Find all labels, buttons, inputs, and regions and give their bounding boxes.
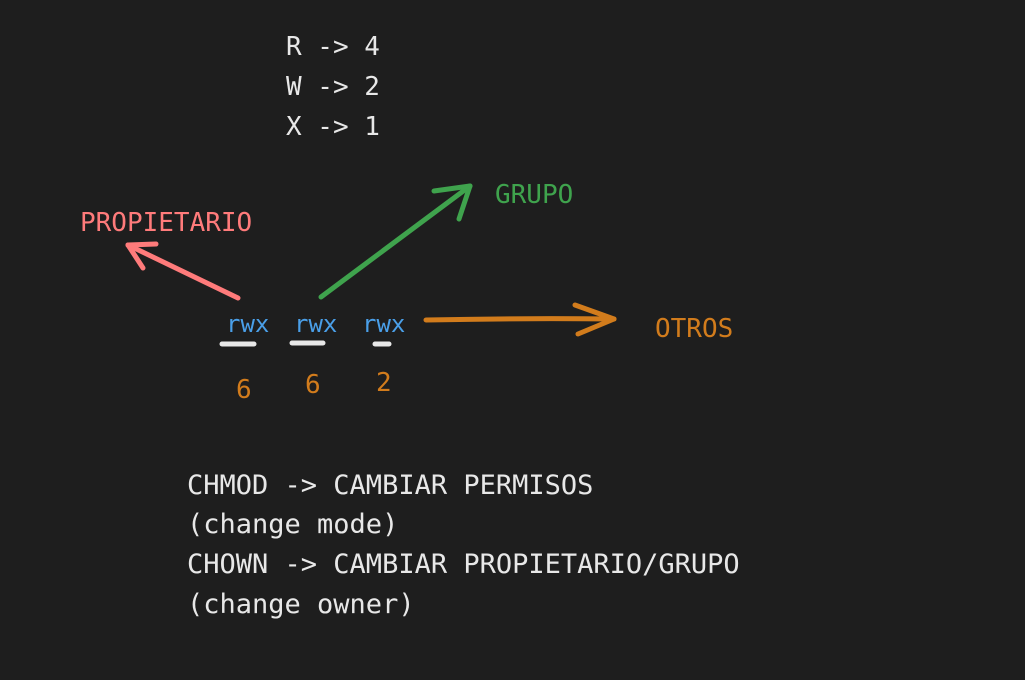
legend-write: W -> 2 (286, 72, 380, 102)
chmod-note: CHMOD -> CAMBIAR PERMISOS (187, 470, 594, 501)
others-arrow (423, 302, 617, 337)
legend-read: R -> 4 (286, 32, 380, 62)
others-label: OTROS (655, 314, 734, 344)
chown-expansion: (change owner) (187, 589, 415, 620)
group-permission: rwx (294, 310, 338, 338)
legend-execute: X -> 1 (286, 112, 380, 142)
owner-arrow (125, 241, 241, 301)
chown-note: CHOWN -> CAMBIAR PROPIETARIO/GRUPO (187, 549, 740, 580)
chmod-expansion: (change mode) (187, 509, 399, 540)
owner-label: PROPIETARIO (80, 208, 253, 238)
owner-digit: 6 (236, 375, 252, 405)
others-digit: 2 (376, 368, 392, 398)
group-label: GRUPO (495, 180, 574, 210)
others-permission: rwx (362, 310, 406, 338)
group-digit: 6 (305, 370, 321, 400)
group-arrow (318, 183, 473, 300)
owner-permission: rwx (226, 310, 270, 338)
